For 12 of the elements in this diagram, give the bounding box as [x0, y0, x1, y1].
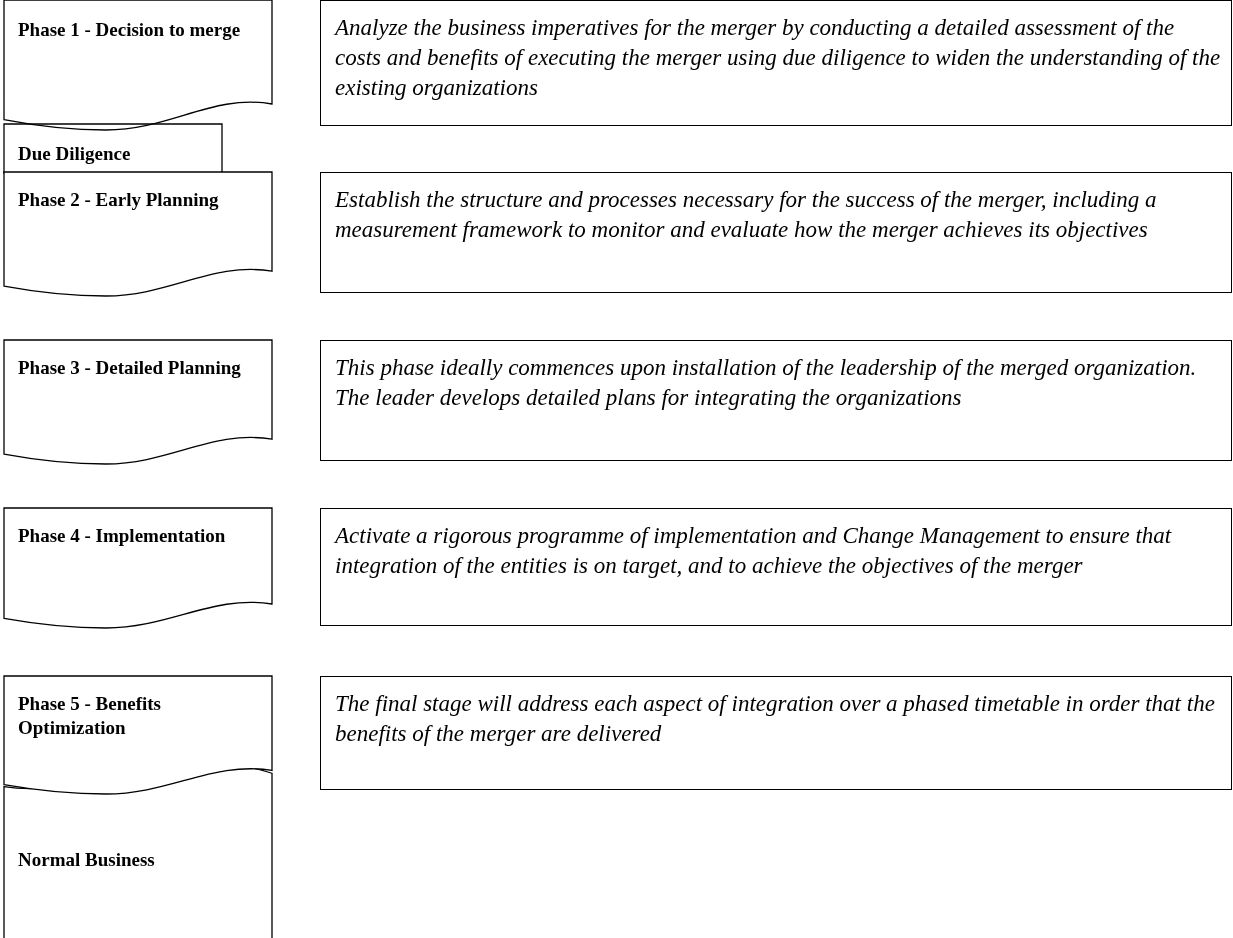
phase-title: Phase 5 - Benefits Optimization: [18, 692, 162, 740]
phase-title: Phase 2 - Early Planning: [18, 188, 220, 212]
description-text: Analyze the business imperatives for the merger by conducting a detailed assessment of the costs and benefits of executing the merger using due diligence to widen the understanding of the existing organizations: [335, 14, 1221, 102]
phase-title: Phase 3 - Detailed Planning: [18, 356, 242, 380]
description-text: Activate a rigorous programme of implementation and Change Management to ensure that integration of the entities is on target, and to achieve the objectives of the merger: [335, 522, 1173, 580]
description-text: Establish the structure and processes necessary for the success of the merger, including a measurement framework to monitor and evaluate how the merger achieves its objectives: [335, 186, 1158, 244]
stage-label: Normal Business: [18, 848, 156, 872]
description-text: This phase ideally commences upon installation of the leadership of the merged organization. The leader develops detailed plans for integrating the organizations: [335, 354, 1198, 412]
stage-label: Due Diligence: [18, 142, 132, 166]
phase-title: Phase 4 - Implementation: [18, 524, 227, 548]
phase-title: Phase 1 - Decision to merge: [18, 18, 242, 42]
description-text: The final stage will address each aspect of integration over a phased timetable in order that the benefits of the merger are delivered: [335, 690, 1216, 748]
